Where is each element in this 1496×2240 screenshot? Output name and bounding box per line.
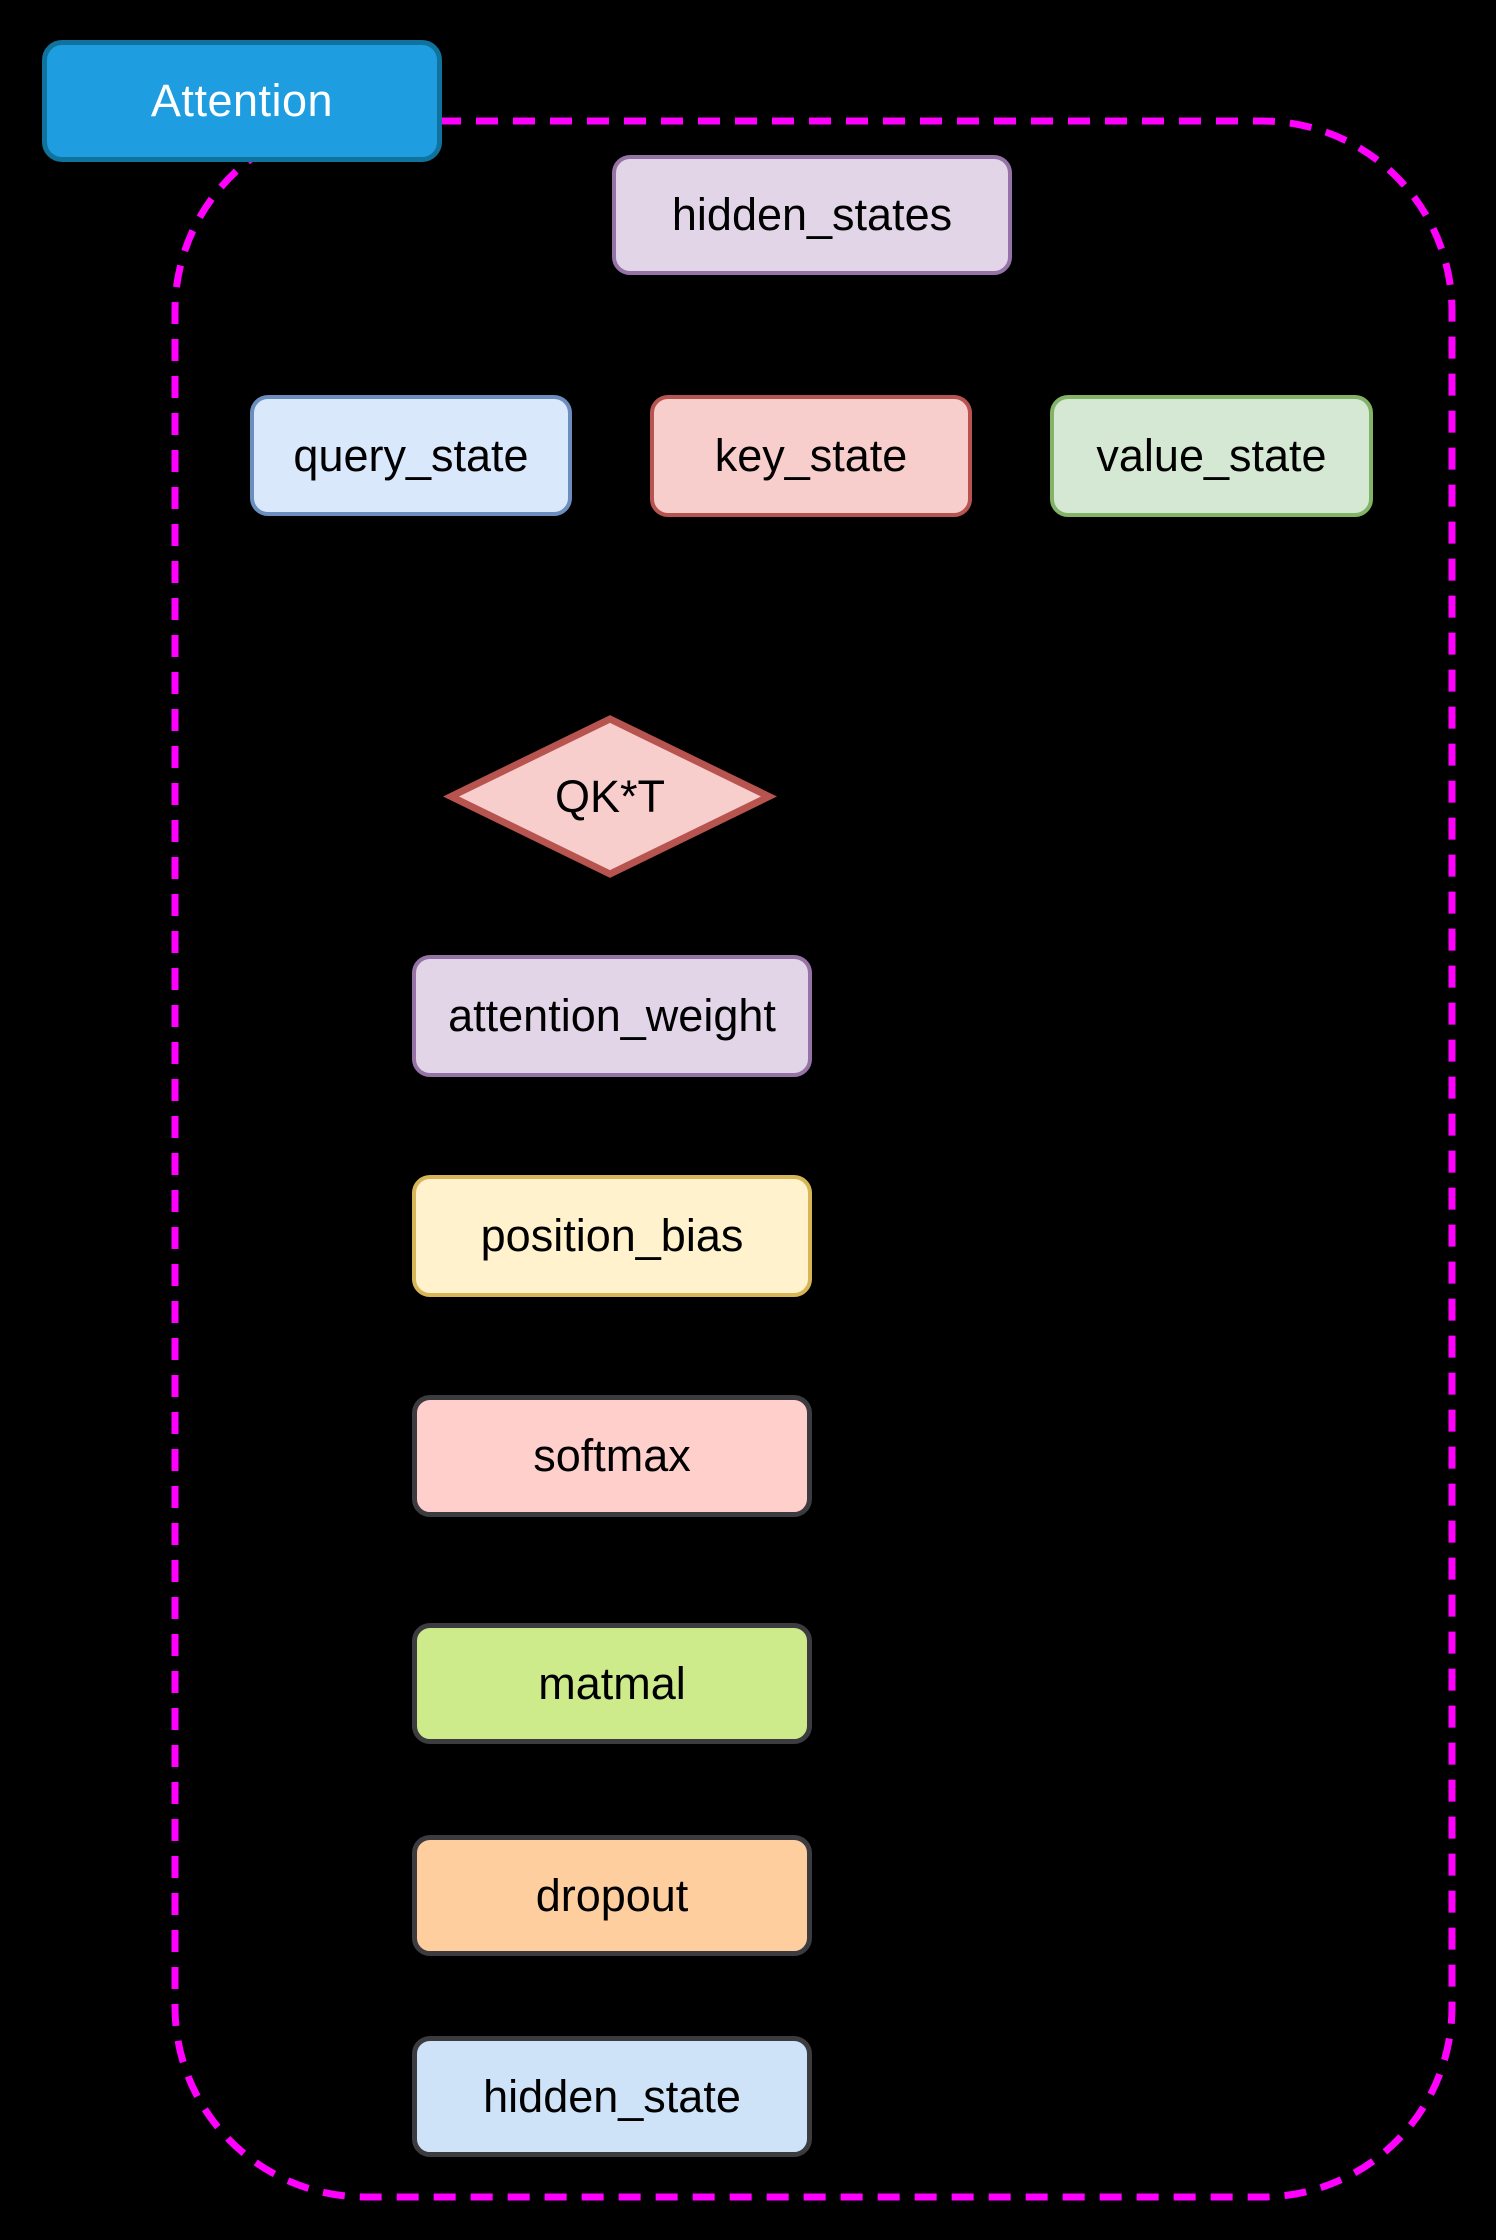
node-key-state-label: key_state bbox=[714, 430, 908, 481]
attention-group-title: Attention bbox=[42, 40, 442, 162]
node-hidden-states: hidden_states bbox=[612, 155, 1012, 275]
node-dropout: dropout bbox=[412, 1835, 812, 1956]
attention-group-title-label: Attention bbox=[150, 75, 334, 126]
node-position-bias: position_bias bbox=[412, 1175, 812, 1297]
node-attention-weight-label: attention_weight bbox=[448, 990, 776, 1041]
attention-group-boundary-rect bbox=[171, 117, 1456, 2201]
node-matmal: matmal bbox=[412, 1623, 812, 1744]
node-softmax-label: softmax bbox=[533, 1430, 691, 1481]
node-query-state-label: query_state bbox=[293, 429, 529, 481]
node-hidden-state-label: hidden_state bbox=[483, 2070, 741, 2122]
node-qkt: QK*T bbox=[443, 715, 777, 878]
node-value-state: value_state bbox=[1050, 395, 1373, 517]
node-hidden-state: hidden_state bbox=[412, 2036, 812, 2157]
node-key-state: key_state bbox=[650, 395, 972, 517]
node-matmal-label: matmal bbox=[538, 1657, 686, 1709]
node-hidden-states-label: hidden_states bbox=[671, 189, 953, 240]
qkt-diamond-polygon bbox=[443, 715, 777, 878]
node-dropout-label: dropout bbox=[535, 1869, 689, 1921]
node-qkt-label: QK*T bbox=[554, 770, 666, 822]
node-value-state-label: value_state bbox=[1096, 430, 1327, 481]
node-query-state: query_state bbox=[250, 395, 572, 516]
node-attention-weight: attention_weight bbox=[412, 955, 812, 1077]
node-position-bias-label: position_bias bbox=[480, 1210, 744, 1261]
qkt-diamond-shape bbox=[443, 715, 777, 878]
node-softmax: softmax bbox=[412, 1395, 812, 1517]
